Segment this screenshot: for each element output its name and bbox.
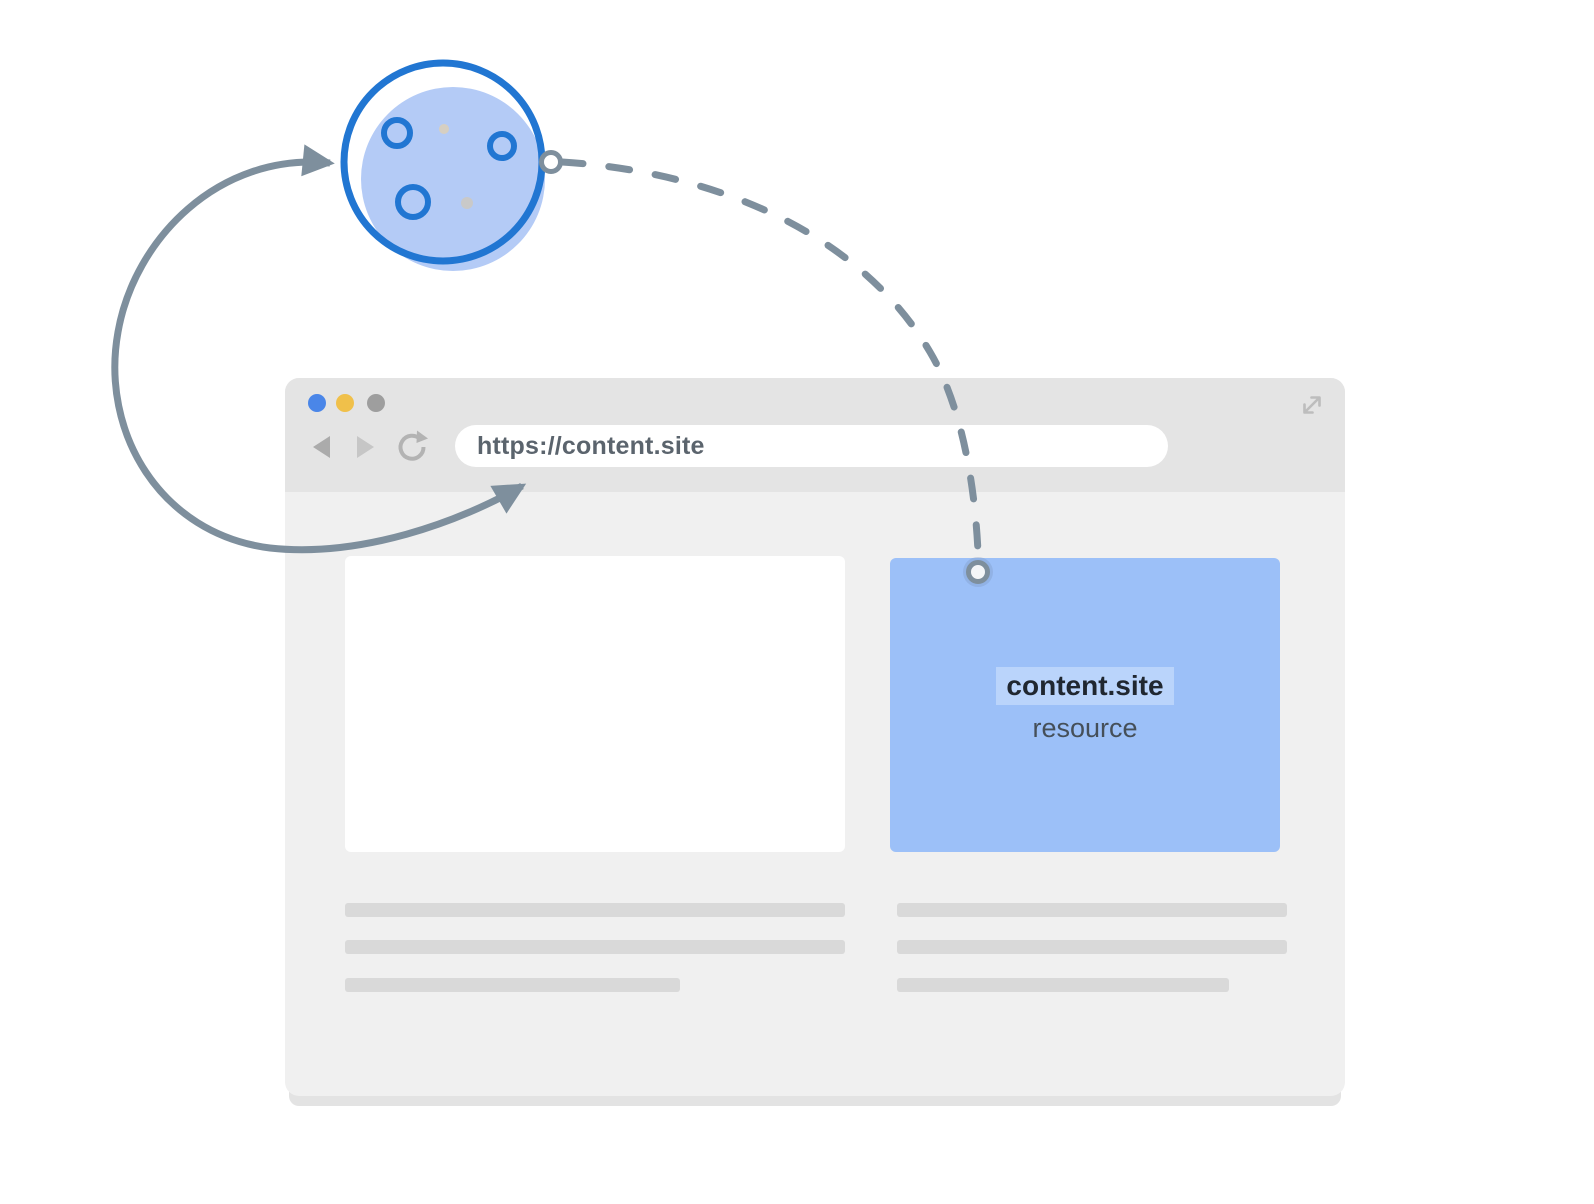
placeholder-line (897, 978, 1229, 992)
reload-icon[interactable] (393, 428, 431, 466)
url-text: https://content.site (477, 431, 705, 460)
window-dot-yellow[interactable] (336, 394, 354, 412)
page-content-box (345, 556, 845, 852)
browser-topbar: https://content.site (285, 378, 1345, 492)
url-bar[interactable]: https://content.site (455, 425, 1168, 467)
back-icon[interactable] (313, 436, 330, 458)
placeholder-line (345, 903, 845, 917)
window-dot-gray[interactable] (367, 394, 385, 412)
placeholder-line (897, 940, 1287, 954)
placeholder-line (897, 903, 1287, 917)
cookie-icon (340, 59, 546, 271)
resource-label: resource (1032, 712, 1138, 743)
browser-window: https://content.site content.site resour… (285, 378, 1345, 1096)
window-dot-blue[interactable] (308, 394, 326, 412)
resource-site-name: content.site (996, 666, 1174, 705)
forward-icon[interactable] (357, 436, 374, 458)
placeholder-line (345, 978, 680, 992)
resize-icon[interactable] (1299, 392, 1325, 418)
placeholder-line (345, 940, 845, 954)
cross-site-resource-box: content.site resource (890, 558, 1280, 852)
